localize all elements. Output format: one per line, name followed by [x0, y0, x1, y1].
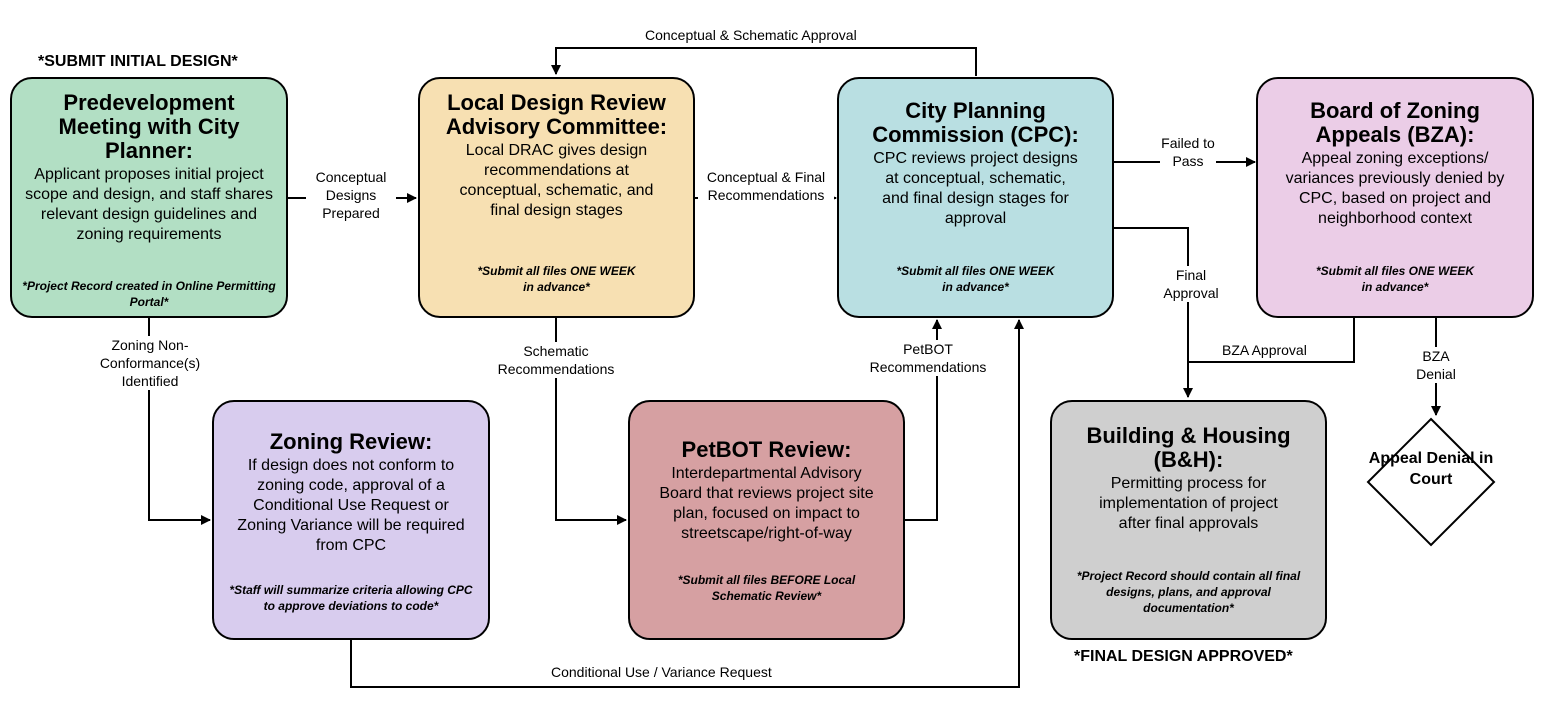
edge-drac-to-petbot — [555, 318, 627, 525]
box-predevelopment-desc: Applicant proposes initial project scope… — [25, 166, 273, 243]
banner-submit-initial: *SUBMIT INITIAL DESIGN* — [38, 53, 238, 70]
box-petbot-review-title: PetBOT Review: — [681, 437, 852, 462]
box-petbot-review: PetBOT Review: Interdepartmental Advisor… — [628, 400, 905, 640]
edge-petbot-to-cpc — [905, 319, 942, 521]
box-bza-desc: Appeal zoning exceptions/ variances prev… — [1285, 150, 1505, 227]
box-drac: Local Design Review Advisory Committee: … — [418, 77, 695, 318]
label-bza-approval: BZA Approval — [1222, 341, 1307, 359]
box-bza: Board of Zoning Appeals (BZA): Appeal zo… — [1256, 77, 1534, 318]
label-zoning-nonconformance: Zoning Non-Conformance(s) Identified — [72, 336, 228, 390]
label-schematic-recs: Schematic Recommendations — [486, 342, 626, 378]
box-building-housing-desc: Permitting process for implementation of… — [1099, 475, 1278, 532]
label-conceptual-final-recs: Conceptual & Final Recommendations — [698, 168, 834, 204]
label-conceptual-schematic-approval: Conceptual & Schematic Approval — [645, 26, 857, 44]
label-failed-to-pass: Failed to Pass — [1160, 134, 1216, 170]
box-predevelopment-note: *Project Record created in Online Permit… — [22, 279, 276, 309]
box-zoning-review-title: Zoning Review: — [269, 429, 433, 454]
label-final-approval: Final Approval — [1160, 266, 1222, 302]
appeal-court-label: Appeal Denial in Court — [1368, 450, 1494, 488]
edge-bza-approval — [1188, 318, 1355, 363]
box-predevelopment-title: Predevelopment Meeting with City Planner… — [58, 90, 240, 163]
edge-zoning-to-cpc — [350, 319, 1024, 688]
box-building-housing-note: *Project Record should contain all final… — [1076, 569, 1301, 615]
edge-cpc-to-bh — [1114, 227, 1193, 398]
box-predevelopment: Predevelopment Meeting with City Planner… — [10, 77, 288, 318]
box-bza-note: *Submit all files ONE WEEK in advance* — [1315, 264, 1475, 294]
box-petbot-review-note: *Submit all files BEFORE Local Schematic… — [677, 573, 856, 603]
decision-diamond — [1366, 417, 1496, 547]
box-building-housing-title: Building & Housing (B&H): — [1086, 423, 1291, 472]
box-bza-title: Board of Zoning Appeals (BZA): — [1310, 98, 1480, 147]
box-drac-title: Local Design Review Advisory Committee: — [445, 90, 668, 139]
box-petbot-review-desc: Interdepartmental Advisory Board that re… — [659, 465, 874, 542]
box-zoning-review: Zoning Review: If design does not confor… — [212, 400, 490, 640]
box-building-housing: Building & Housing (B&H): Permitting pro… — [1050, 400, 1327, 640]
banner-final-approved: *FINAL DESIGN APPROVED* — [1074, 648, 1293, 665]
box-cpc-desc: CPC reviews project designs at conceptua… — [873, 150, 1078, 227]
label-conceptual-designs-prepared: Conceptual Designs Prepared — [306, 168, 396, 222]
box-drac-desc: Local DRAC gives design recommendations … — [459, 142, 654, 219]
box-zoning-review-desc: If design does not conform to zoning cod… — [237, 457, 465, 554]
label-petbot-recs: PetBOT Recommendations — [858, 340, 998, 376]
label-bza-denial: BZA Denial — [1408, 347, 1464, 383]
box-drac-note: *Submit all files ONE WEEK in advance* — [477, 264, 636, 294]
box-cpc-title: City Planning Commission (CPC): — [872, 98, 1079, 147]
box-zoning-review-note: *Staff will summarize criteria allowing … — [229, 583, 473, 613]
box-cpc: City Planning Commission (CPC): CPC revi… — [837, 77, 1114, 318]
label-conditional-use: Conditional Use / Variance Request — [551, 663, 772, 681]
box-cpc-note: *Submit all files ONE WEEK in advance* — [896, 264, 1055, 294]
edge-cpc-to-drac-approval — [551, 47, 977, 76]
